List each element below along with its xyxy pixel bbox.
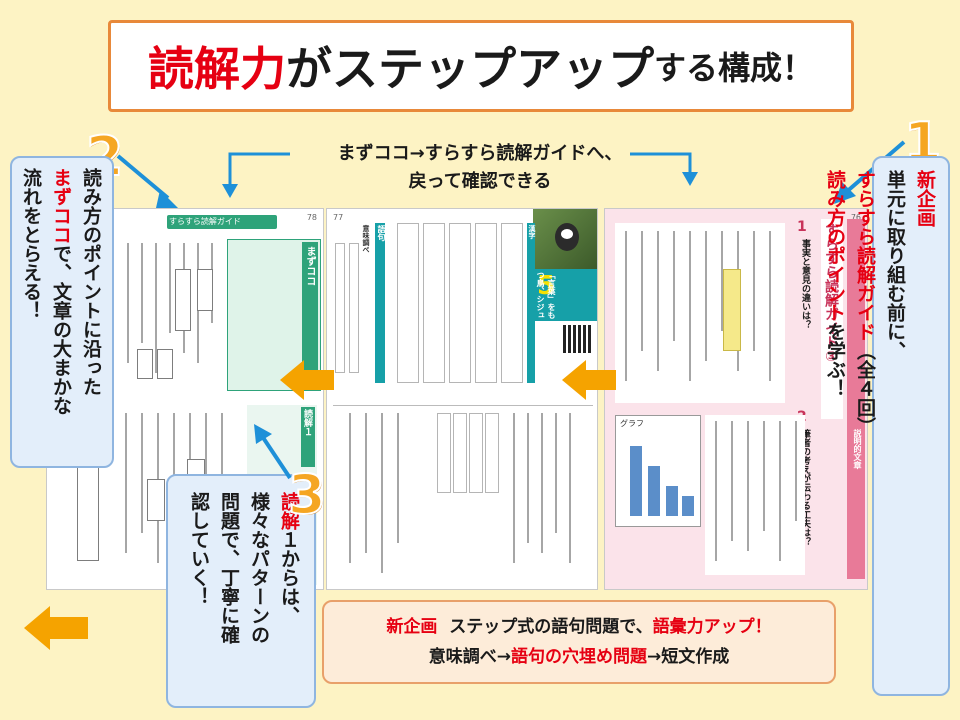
callout-bottom-post: →短文作成 (647, 647, 730, 667)
callout-right-col3: （全４回） (854, 341, 876, 436)
blue-bracket-arrow (222, 152, 698, 198)
arrow-2-icon (116, 154, 178, 208)
title-highlight: 読解力 (147, 42, 286, 96)
callout-left-col1: 読み方のポイントに沿った (80, 168, 102, 396)
guide-title: すらすら読解ガイド (823, 223, 839, 349)
callout-right-col4: を学ぶ！ (824, 322, 846, 398)
point2-text: 筆者の考えが伝わる工夫は？ (800, 429, 810, 546)
top-caption-line1: まずココ→すらすら読解ガイドへ、 (337, 143, 623, 164)
lesson-number: 5 (537, 271, 556, 301)
callout-right-col2: 単元に取り組む前に、 (884, 170, 906, 360)
title-middle: がステップアップ (285, 42, 654, 96)
callout-bottom-red3: 語句の穴埋め問題 (511, 647, 647, 667)
title-end: する構成！ (653, 49, 814, 87)
graph-figure: グラフ (615, 415, 701, 527)
callout-left-red: まずココ (50, 168, 72, 244)
goku-sub: 意味調べ (362, 225, 370, 253)
callout-bottom-red2: 語彙力アップ！ (652, 617, 772, 637)
page-left-number: 78 (306, 213, 317, 222)
callout-mid-col3: 問題で、丁寧に確 (218, 492, 240, 644)
page-right-number: 76 (850, 213, 861, 222)
callout-mid-col2: 様々なパターンの (248, 492, 270, 644)
callout-mid-red: 読解 (278, 492, 300, 530)
orange-arrow-center-to-left (280, 360, 334, 400)
page-center-preview: 77 5 「言葉」をもつ鳥、シジュウカラ 漢字 語句 意味調べ (326, 208, 598, 590)
number-3: 3 (287, 463, 327, 526)
top-caption-line2: 戻って確認できる (408, 171, 552, 192)
callout-right-col1: 新企画 (914, 170, 936, 227)
page-center-number: 77 (333, 213, 344, 222)
page-right-preview: 76 すらすら読解ガイド③ 説明的文章 1 事実と意見の違いは？ 2 筆者の考え… (604, 208, 868, 590)
guide-number: ③ (823, 349, 839, 365)
kanji-label: 漢字 (528, 225, 536, 239)
callout-left-col3: 流れをとらえる！ (20, 168, 42, 320)
top-caption: まずココ→すらすら読解ガイドへ、 戻って確認できる (300, 140, 660, 196)
page-title: 読解力がステップアップする構成！ (108, 20, 854, 112)
callout-bottom-pre: 意味調べ→ (428, 647, 511, 667)
callout-bottom-red1: 新企画 (386, 617, 438, 637)
goku-label: 語句 (377, 225, 386, 241)
subject-label: 説明的文章 (853, 429, 862, 469)
dokkai-label: 読解１ (302, 409, 312, 436)
arrow-3-icon (254, 424, 292, 480)
orange-arrow-bottom-left (24, 606, 88, 650)
callout-right-red3: 読み方のポイント (824, 170, 846, 322)
point1-text: 事実と意見の違いは？ (800, 239, 810, 329)
mazukoko-box: まずココ (227, 239, 321, 391)
callout-bottom-mid: ステップ式の語句問題で、 (449, 617, 653, 637)
callout-suradokkai: 新企画 単元に取り組む前に、 すらすら読解ガイド（全４回） 読み方のポイントを学… (824, 156, 950, 696)
qr-code (563, 325, 591, 353)
callout-mazukoko: 読み方のポイントに沿った まずココで、文章の大まかな 流れをとらえる！ (10, 156, 114, 468)
callout-left-col2: で、文章の大まかな (50, 244, 72, 415)
callout-right-red2: すらすら読解ガイド (854, 170, 876, 341)
mazukoko-label: まずココ (304, 246, 315, 286)
callout-mid-col4: 認していく！ (188, 492, 210, 606)
bird-photo (533, 209, 597, 269)
callout-dokkai: 読解１からは、 様々なパターンの 問題で、丁寧に確 認していく！ (166, 474, 316, 708)
graph-label: グラフ (620, 419, 644, 428)
orange-arrow-right-to-center (562, 360, 616, 400)
callout-goku: 新企画 ステップ式の語句問題で、語彙力アップ！ 意味調べ→語句の穴埋め問題→短文… (322, 600, 836, 684)
callout-mid-col1: １からは、 (278, 530, 300, 625)
page-left-header: すらすら読解ガイド (169, 217, 241, 226)
